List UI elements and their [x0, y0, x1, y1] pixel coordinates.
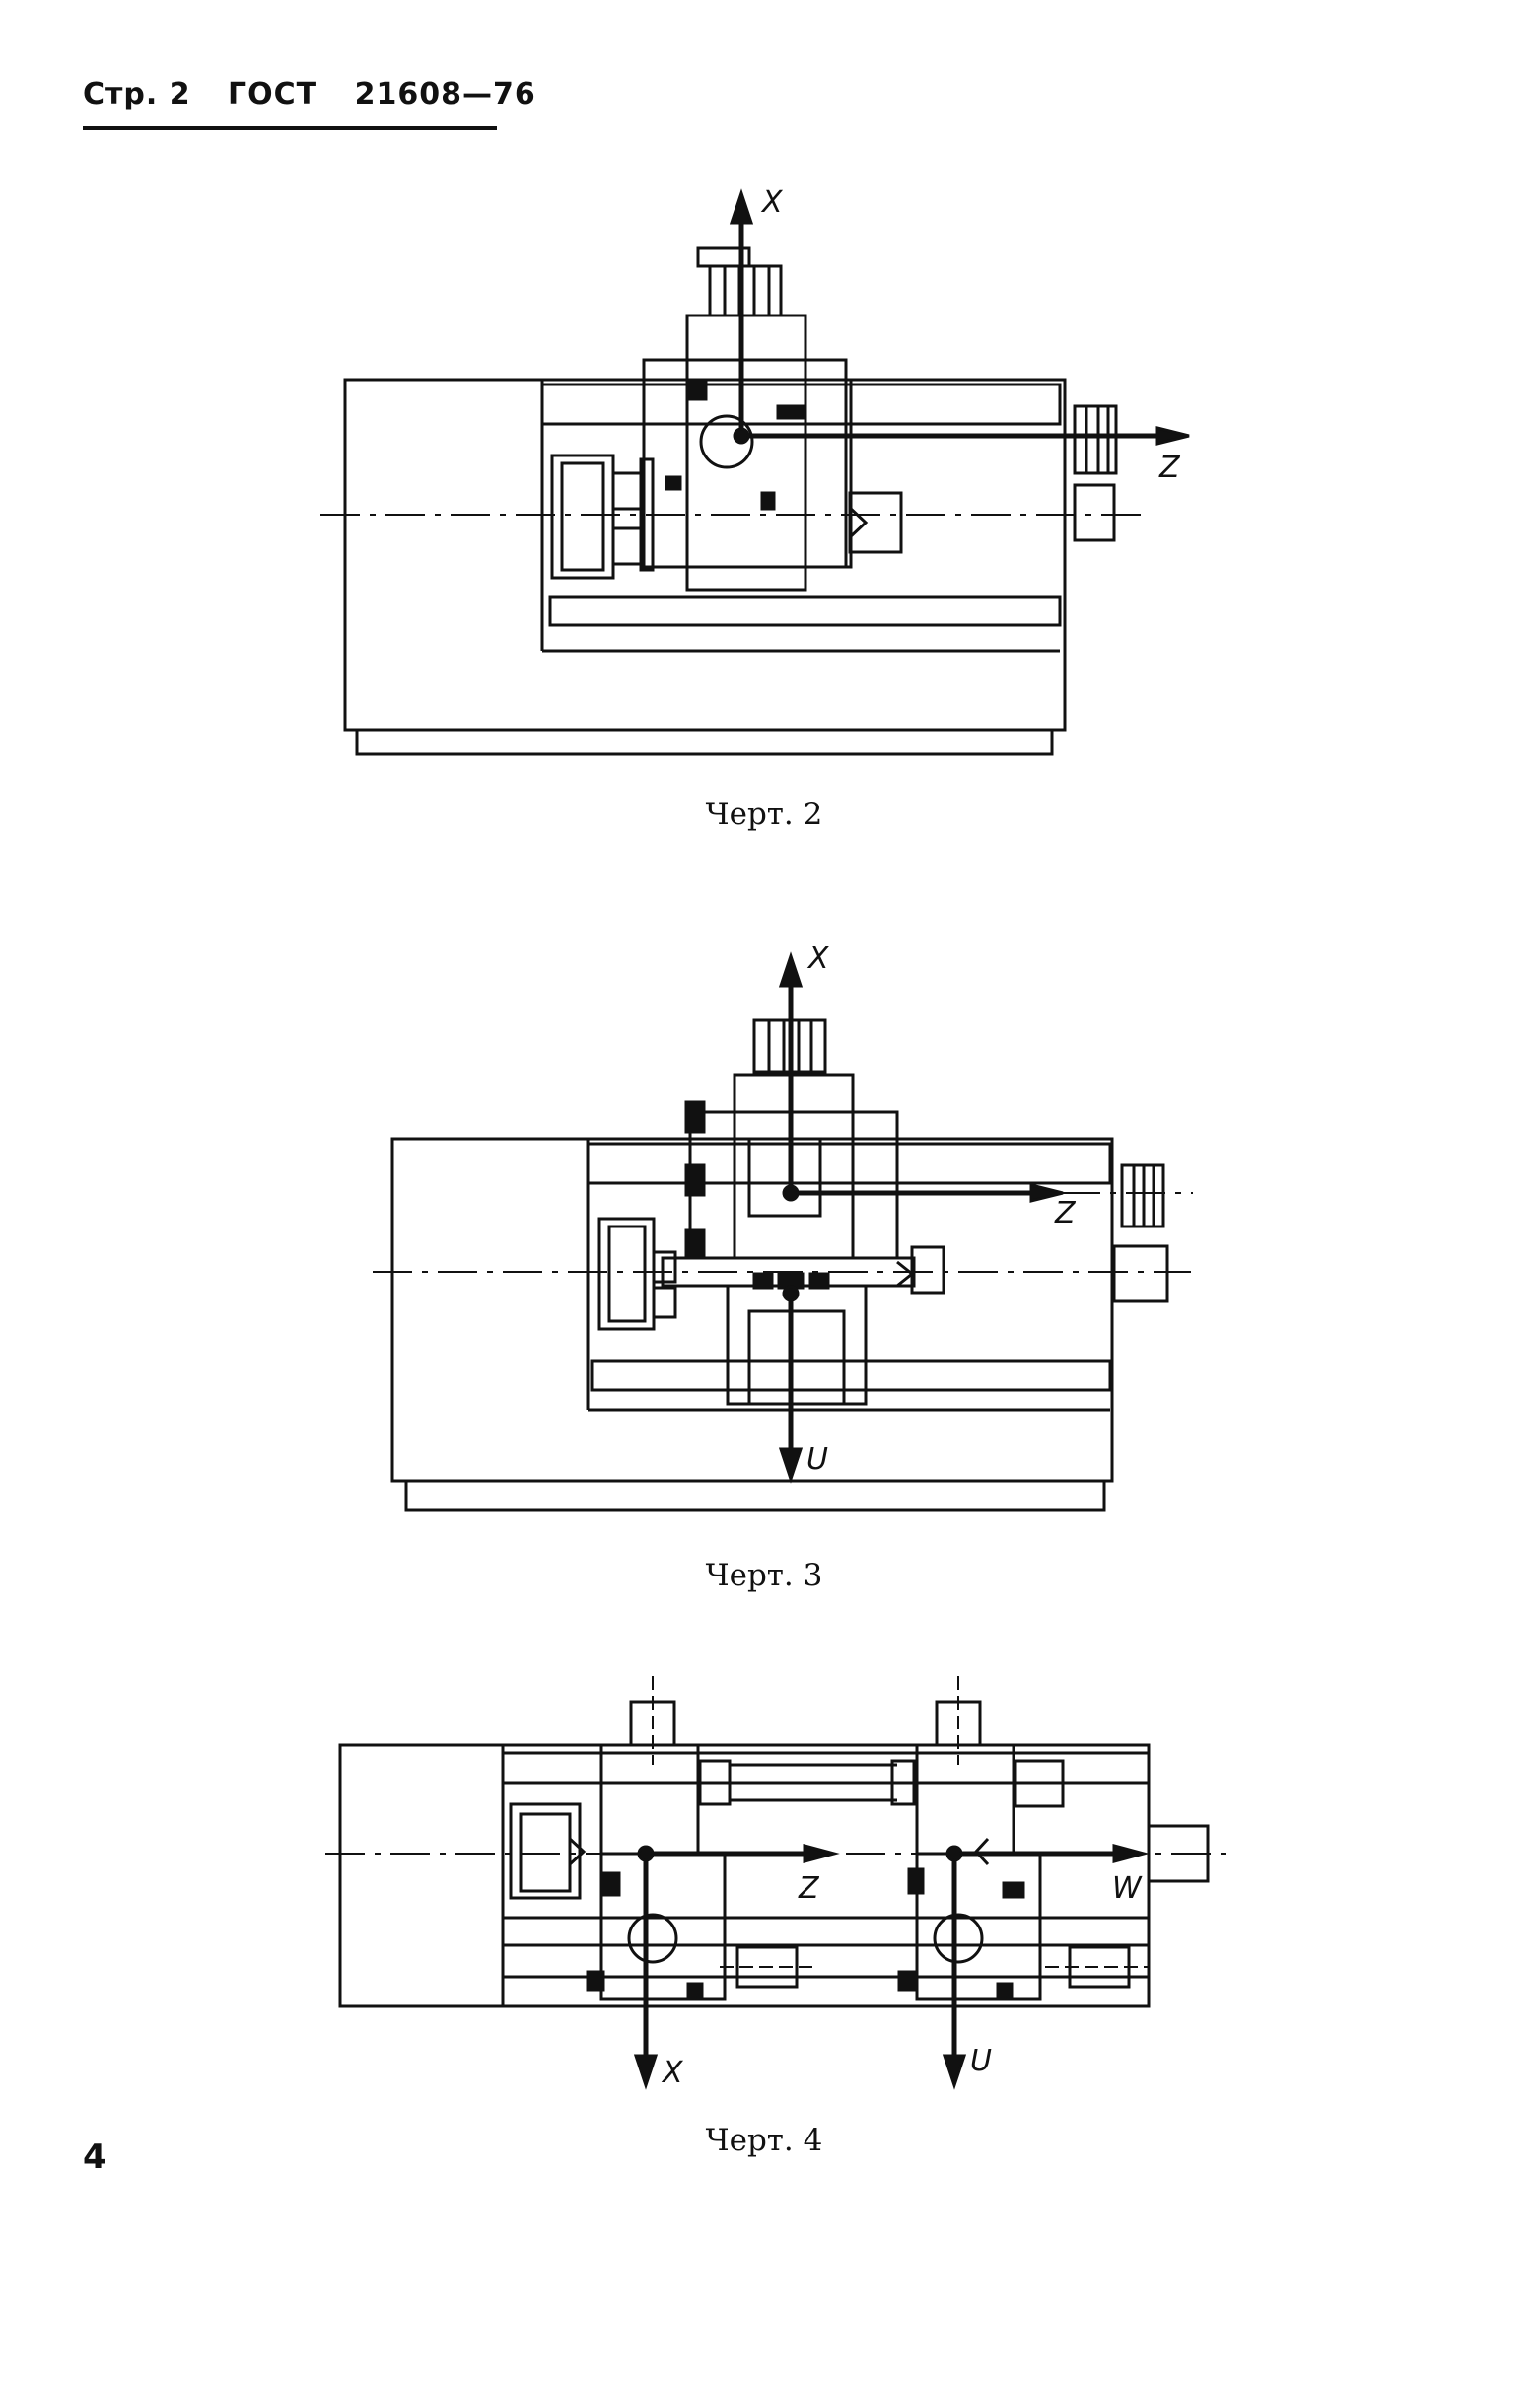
figure-4-drawing: Z W X U: [325, 1676, 1232, 2090]
figure-4-caption: Черт. 4: [705, 2123, 823, 2158]
figure-2-drawing: X Z: [320, 185, 1190, 756]
header-number: 21608—76: [354, 77, 536, 111]
header-page: Стр. 2: [83, 77, 191, 111]
fig4-axis-u: U: [970, 2044, 992, 2078]
fig3-axis-x: X: [806, 942, 830, 976]
fig3-axis-u: U: [806, 1442, 828, 1477]
fig4-axis-w: W: [1112, 1871, 1143, 1906]
fig2-axis-x: X: [760, 185, 784, 220]
header-standard: ГОСТ: [228, 77, 318, 111]
page-number: 4: [83, 2137, 106, 2177]
fig4-axis-z: Z: [798, 1871, 820, 1906]
fig2-axis-z: Z: [1158, 451, 1181, 485]
figure-3-drawing: X Z U: [373, 942, 1193, 1512]
fig3-axis-z: Z: [1054, 1196, 1077, 1230]
figure-2-caption: Черт. 2: [705, 797, 823, 832]
header-rule: [83, 126, 497, 130]
page-header: Стр. 2 ГОСТ 21608—76: [83, 77, 562, 111]
fig4-axis-x: X: [661, 2056, 684, 2090]
figure-3-caption: Черт. 3: [705, 1558, 823, 1593]
